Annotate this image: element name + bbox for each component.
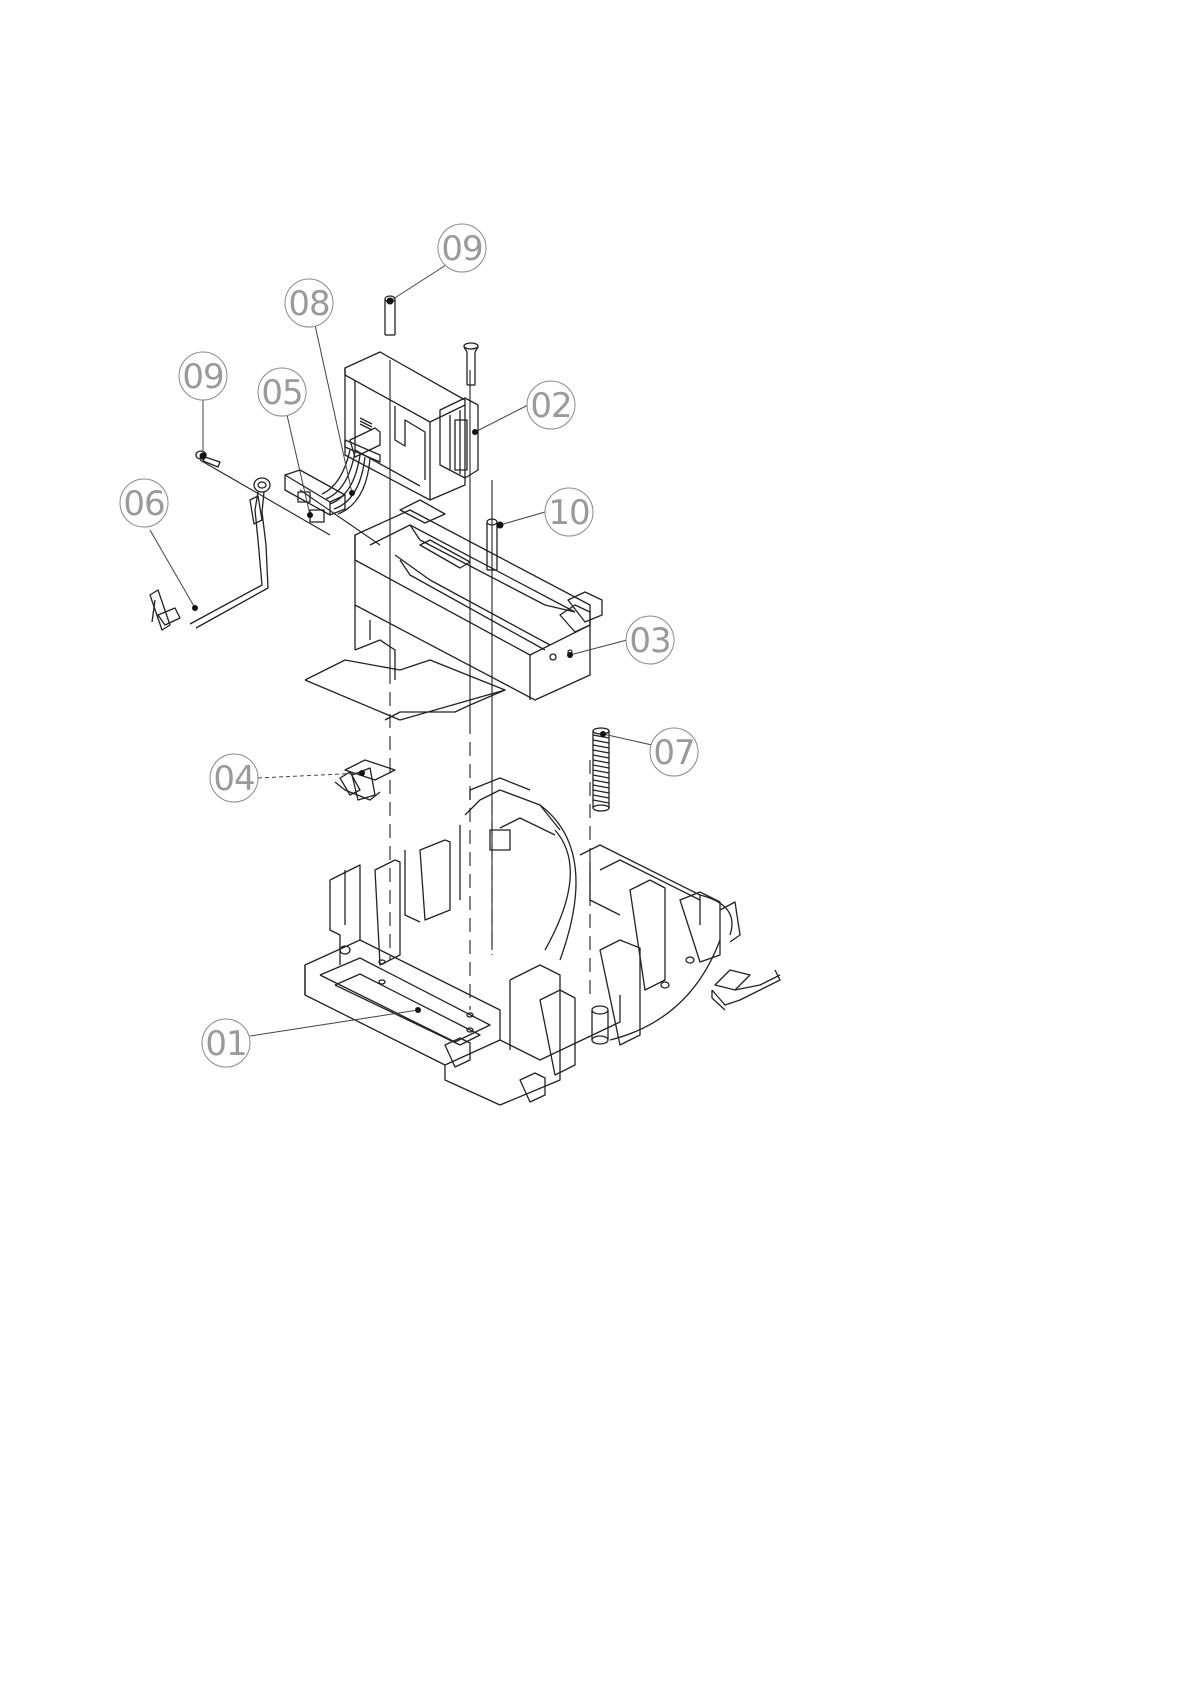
- balloon-09-top: 09: [438, 224, 486, 272]
- label-05: 05: [261, 373, 302, 413]
- label-02: 02: [530, 386, 571, 426]
- part-08-cable: [322, 440, 380, 514]
- part-02-print-head: [345, 352, 478, 500]
- label-06: 06: [123, 484, 164, 524]
- label-09-top: 09: [441, 229, 482, 269]
- label-07: 07: [653, 733, 694, 773]
- assembly-axis-lines: [200, 360, 590, 1010]
- label-10: 10: [548, 493, 589, 533]
- label-01: 01: [205, 1024, 246, 1064]
- balloon-03: 03: [626, 616, 674, 664]
- part-04-clip-right: [712, 970, 780, 1010]
- part-04-clip: [335, 760, 395, 800]
- balloon-04: 04: [210, 754, 258, 802]
- label-04: 04: [213, 759, 254, 799]
- balloon-08: 08: [285, 279, 333, 327]
- balloon-10: 10: [545, 488, 593, 536]
- balloon-09-left: 09: [179, 352, 227, 400]
- part-07-spring: [593, 728, 609, 811]
- balloon-06: 06: [120, 479, 168, 527]
- label-03: 03: [629, 621, 670, 661]
- balloon-05: 05: [258, 368, 306, 416]
- part-01-base: [305, 778, 740, 1105]
- balloon-01: 01: [202, 1019, 250, 1067]
- balloon-02: 02: [527, 381, 575, 429]
- part-screw-upper-right: [464, 343, 478, 385]
- label-09-left: 09: [182, 357, 223, 397]
- label-08: 08: [288, 284, 329, 324]
- balloon-07: 07: [650, 728, 698, 776]
